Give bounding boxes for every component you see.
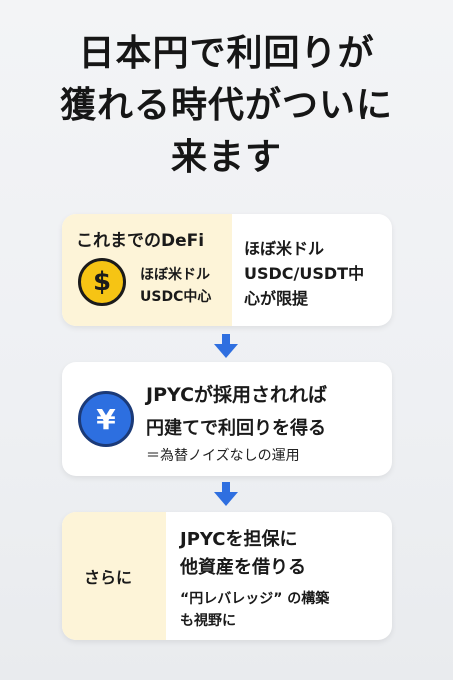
arrow-down-icon xyxy=(214,482,238,506)
card-jpyc-adoption-heading: JPYCが採用されれば xyxy=(146,384,328,406)
card-further-heading: JPYCを担保に 他資産を借りる xyxy=(180,526,306,582)
yen-symbol: ¥ xyxy=(96,402,116,436)
card-current-defi-desc-line-1: ほぼ米ドル xyxy=(244,239,325,258)
card-current-defi-sub-line-2: USDC中心 xyxy=(140,289,212,305)
card-further-highlight xyxy=(62,512,166,640)
yen-coin-icon: ¥ xyxy=(78,391,134,447)
card-further: さらに JPYCを担保に 他資産を借りる “円レバレッジ” の構築 も視野に xyxy=(62,512,392,640)
card-further-line-3: “円レバレッジ” の構築 xyxy=(180,591,330,607)
title-line-1: 日本円で利回りが xyxy=(78,33,375,74)
card-jpyc-adoption: ¥ JPYCが採用されれば 円建てで利回りを得る ＝為替ノイズなしの運用 xyxy=(62,362,392,476)
page-title: 日本円で利回りが 獲れる時代がついに 来ます xyxy=(0,28,453,184)
card-current-defi-description: ほぼ米ドル USDC/USDT中 心が限提 xyxy=(244,236,364,311)
card-further-line-2: 他資産を借りる xyxy=(180,557,306,578)
dollar-symbol: $ xyxy=(92,267,112,297)
dollar-coin-icon: $ xyxy=(78,258,126,306)
card-current-defi-desc-line-2: USDC/USDT中 xyxy=(244,264,365,283)
card-further-label: さらに xyxy=(84,568,133,587)
card-jpyc-adoption-line-2: 円建てで利回りを得る xyxy=(146,418,326,439)
card-current-defi-sub-line-1: ほぼ米ドル xyxy=(140,267,210,283)
card-current-defi-sub: ほぼ米ドル USDC中心 xyxy=(140,264,211,308)
card-further-note: “円レバレッジ” の構築 も視野に xyxy=(180,588,329,632)
card-jpyc-adoption-line-3: ＝為替ノイズなしの運用 xyxy=(146,448,300,464)
title-line-2: 獲れる時代がついに xyxy=(59,85,393,126)
arrow-down-icon xyxy=(214,334,238,358)
card-further-line-4: も視野に xyxy=(180,613,236,629)
card-current-defi-heading: これまでのDeFi xyxy=(76,231,205,251)
title-line-3: 来ます xyxy=(170,137,282,178)
card-current-defi: これまでのDeFi $ ほぼ米ドル USDC中心 ほぼ米ドル USDC/USDT… xyxy=(62,214,392,326)
card-further-line-1: JPYCを担保に xyxy=(180,529,298,550)
card-current-defi-desc-line-3: 心が限提 xyxy=(244,289,309,308)
